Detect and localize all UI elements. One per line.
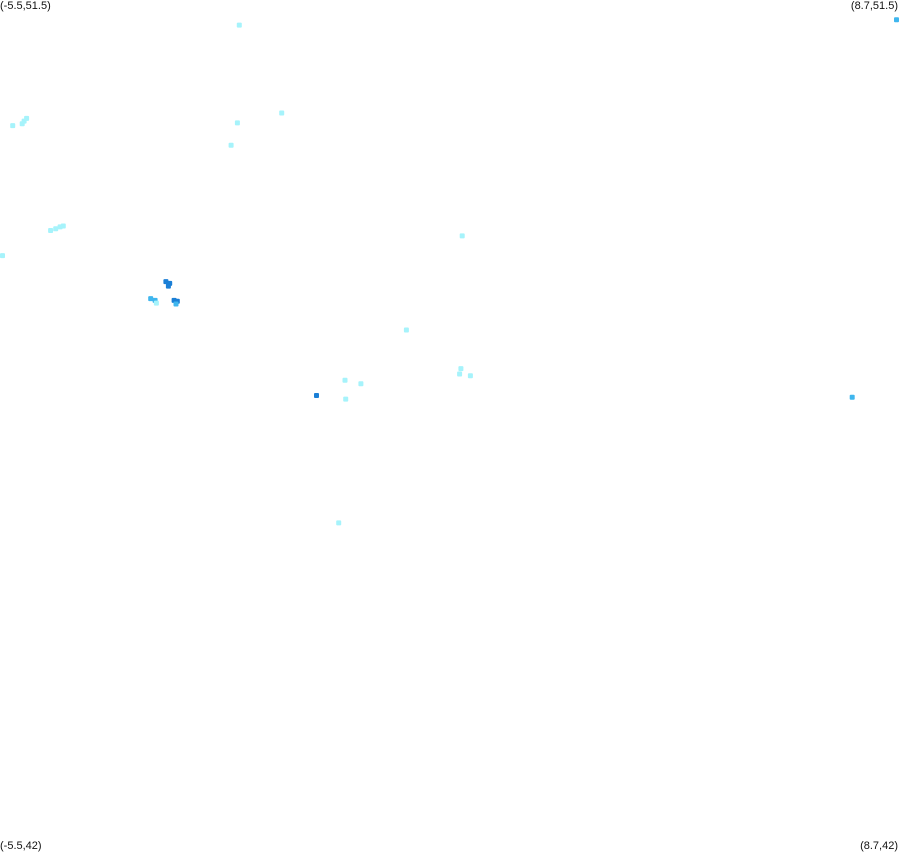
corner-label-top-left: (-5.5,51.5) bbox=[0, 0, 51, 12]
map-point-28 bbox=[342, 377, 348, 383]
map-point-14 bbox=[459, 233, 465, 239]
points-layer bbox=[0, 17, 899, 526]
map-point-10 bbox=[48, 228, 54, 233]
map-point-2 bbox=[10, 123, 16, 129]
corner-label-bottom-left: (-5.5,42) bbox=[0, 840, 42, 852]
map-point-17 bbox=[165, 283, 171, 289]
map-point-0 bbox=[236, 22, 242, 28]
map-point-9 bbox=[0, 253, 5, 259]
map-point-6 bbox=[234, 120, 240, 126]
map-point-15 bbox=[163, 279, 169, 285]
corner-label-bottom-right: (8.7,42) bbox=[860, 840, 898, 852]
map-point-29 bbox=[358, 381, 364, 387]
map-point-11 bbox=[53, 226, 59, 232]
map-point-30 bbox=[314, 393, 319, 398]
map-point-25 bbox=[458, 366, 464, 372]
map-point-5 bbox=[24, 115, 30, 121]
map-point-20 bbox=[153, 300, 159, 306]
corner-label-top-right: (8.7,51.5) bbox=[850, 0, 898, 12]
map-point-13 bbox=[60, 223, 66, 229]
map-point-33 bbox=[336, 520, 342, 526]
map-point-7 bbox=[228, 142, 234, 148]
map-point-1 bbox=[894, 17, 899, 23]
map-point-32 bbox=[849, 394, 855, 400]
map-point-27 bbox=[467, 373, 473, 379]
map-point-31 bbox=[343, 396, 349, 402]
map-point-8 bbox=[279, 110, 285, 116]
map-point-26 bbox=[457, 371, 463, 377]
map-point-24 bbox=[403, 327, 409, 333]
map-point-23 bbox=[173, 301, 179, 307]
map-point-18 bbox=[148, 296, 154, 302]
